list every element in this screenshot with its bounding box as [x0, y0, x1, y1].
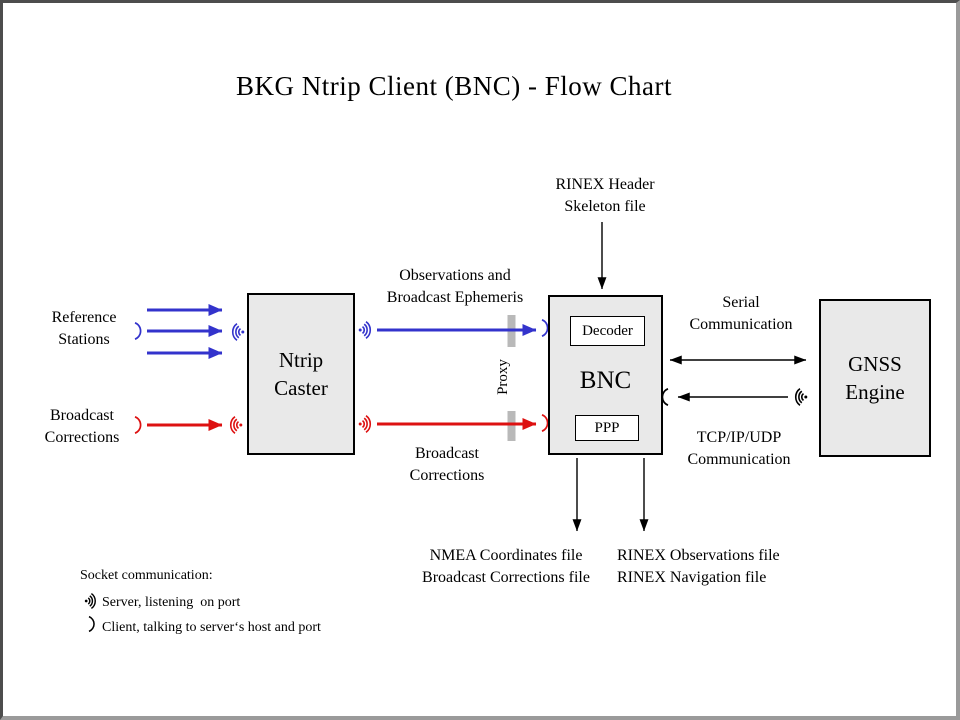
legend-client-icon	[88, 615, 95, 633]
client-socket-icon-bnc-obs	[541, 318, 549, 338]
server-socket-icon-caster-left-red	[229, 415, 244, 435]
legend-server-item: Server, listening on port	[102, 595, 241, 610]
node-bnc: Decoder BNC PPP	[548, 295, 663, 455]
server-socket-icon-caster-right-blue	[357, 320, 372, 340]
label-serial-communication: Serial Communication	[689, 294, 793, 333]
label-observations-ephemeris: Observations and Broadcast Ephemeris	[386, 267, 524, 306]
label-nmea-output-files: NMEA Coordinates file Broadcast Correcti…	[422, 547, 590, 586]
label-tcp-communication: TCP/IP/UDP Communication	[687, 429, 791, 468]
label-broadcast-corrections-stream: Broadcast Corrections	[409, 445, 485, 484]
page-title: BKG Ntrip Client (BNC) - Flow Chart	[236, 71, 672, 101]
label-rinex-output-files: RINEX Observations file RINEX Navigation…	[617, 547, 780, 586]
client-socket-icon-bnc-corr	[541, 413, 549, 433]
node-bnc-decoder: Decoder	[570, 316, 645, 346]
label-rinex-header: RINEX Header Skeleton file	[555, 176, 655, 215]
label-proxy: Proxy	[495, 359, 511, 395]
proxy-bar-bottom	[507, 411, 516, 441]
proxy-bar-top	[507, 315, 516, 347]
bnc-label: BNC	[579, 367, 632, 394]
label-broadcast-corrections-input: Broadcast Corrections	[44, 407, 120, 446]
legend-client-item: Client, talking to server‘s host and por…	[102, 620, 321, 635]
server-socket-icon-caster-right-red	[357, 414, 372, 434]
legend-server-icon	[84, 592, 96, 610]
server-socket-icon-caster-left-blue	[231, 322, 246, 342]
server-socket-icon-gnss	[794, 387, 809, 407]
label-reference-stations: Reference Stations	[51, 309, 117, 348]
client-socket-icon-bnc-tcp	[661, 387, 669, 407]
node-gnss-engine: GNSS Engine	[819, 299, 931, 457]
legend-title: Socket communication:	[80, 568, 213, 583]
node-ntrip-caster: Ntrip Caster	[247, 293, 355, 455]
node-bnc-ppp: PPP	[575, 415, 639, 441]
